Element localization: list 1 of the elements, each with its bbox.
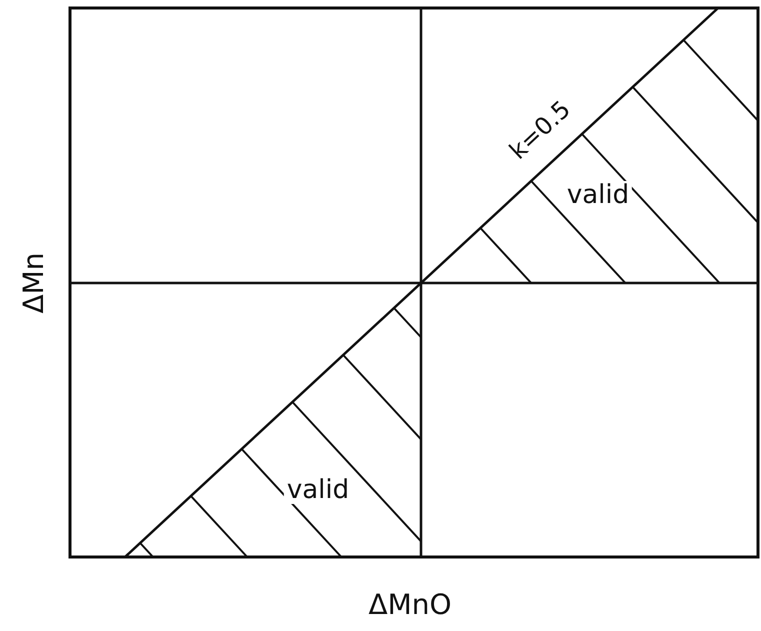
axis-title: ΔMn [19,251,49,316]
